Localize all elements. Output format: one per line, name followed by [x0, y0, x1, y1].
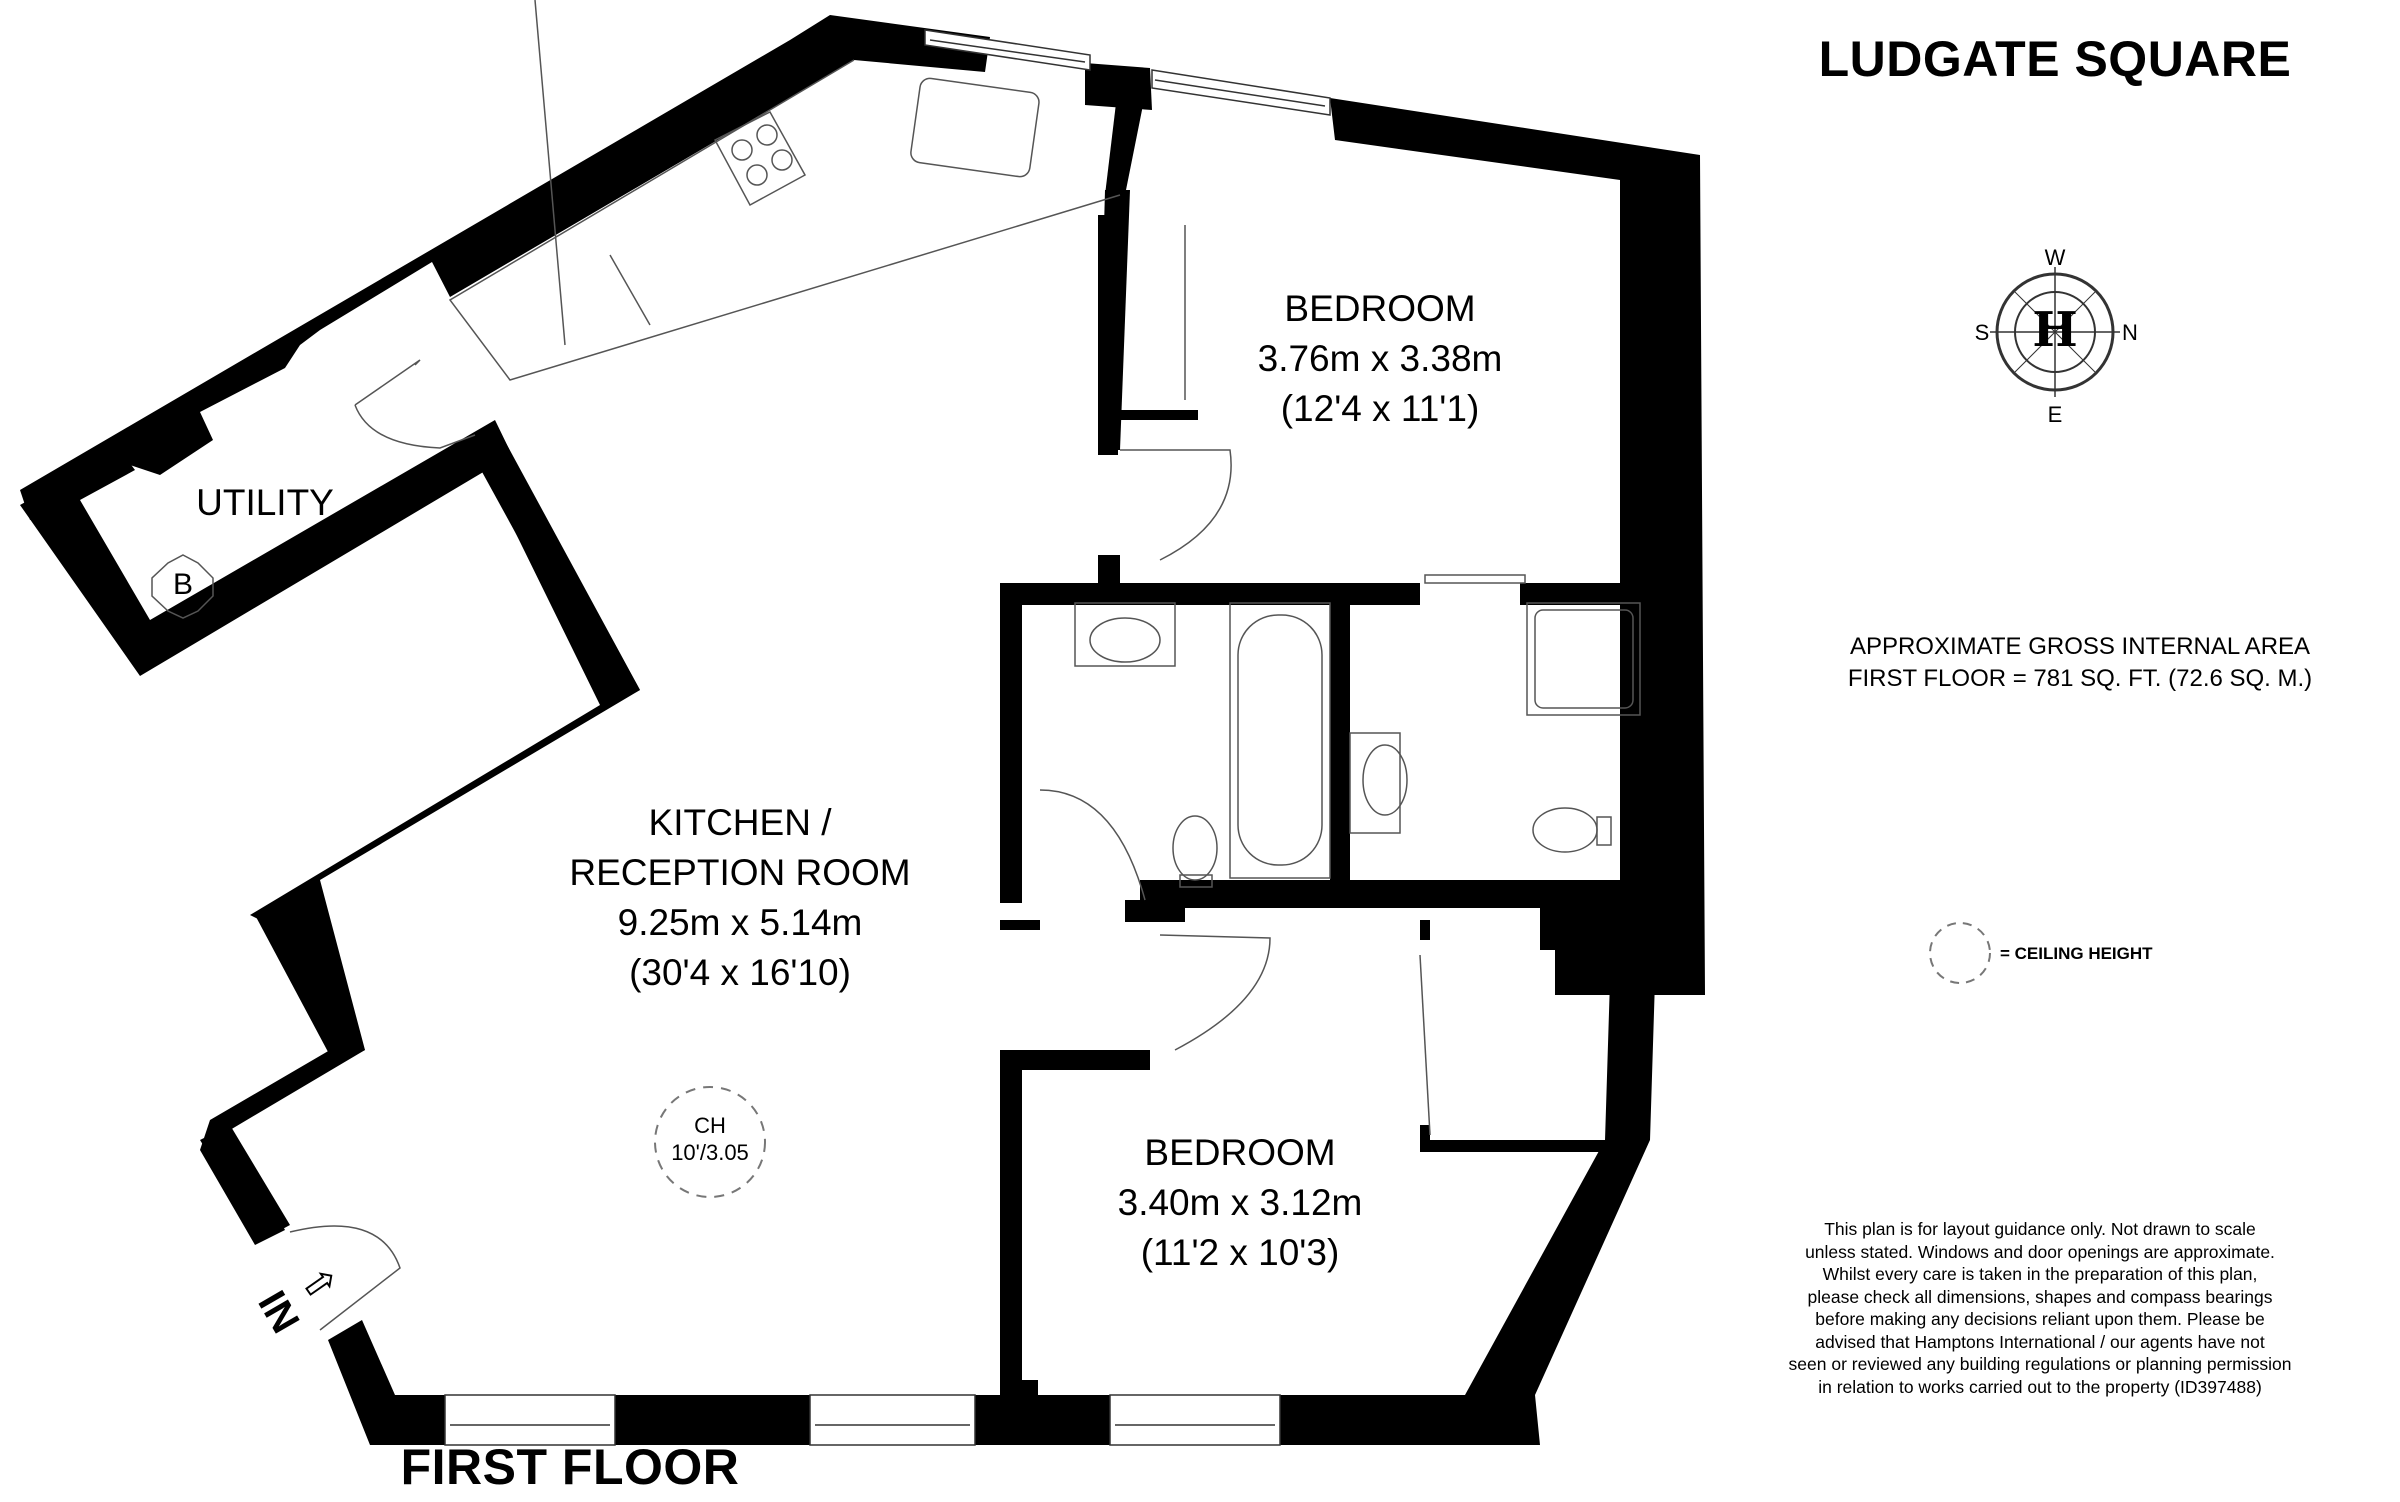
basin-icon [1362, 744, 1408, 816]
boiler-label: B [172, 568, 193, 601]
room-dimensions-metric: 9.25m x 5.14m [617, 902, 863, 943]
bathroom-fixtures [1074, 602, 1641, 888]
room-dimensions-metric: 3.40m x 3.12m [1117, 1182, 1363, 1223]
ceiling-height-tag: CH [694, 1113, 726, 1138]
sink-icon [910, 77, 1040, 178]
kitchen-units [448, 0, 1121, 381]
disclaimer-line: advised that Hamptons International / ou… [1815, 1331, 2265, 1352]
floor-label: FIRST FLOOR [400, 1439, 740, 1495]
basin-icon [1074, 602, 1176, 667]
windows [444, 29, 1331, 1446]
property-name: LUDGATE SQUARE [1818, 31, 2292, 87]
room-name: BEDROOM [1284, 288, 1476, 329]
compass-north-label: W [2044, 245, 2066, 270]
compass-rose [1990, 267, 2120, 397]
room-dimensions-imperial: (12'4 x 11'1) [1280, 388, 1480, 429]
disclaimer-line: in relation to works carried out to the … [1818, 1376, 2262, 1397]
walls [20, 15, 1705, 1445]
room-name: BEDROOM [1144, 1132, 1336, 1173]
ceiling-height-value: 10'/3.05 [671, 1140, 749, 1165]
compass-south-label: E [2047, 402, 2063, 427]
room-dimensions-imperial: (30'4 x 16'10) [629, 952, 851, 993]
room-name-line2: RECEPTION ROOM [569, 852, 911, 893]
ceiling-height-legend-icon [1929, 922, 1991, 984]
ceiling-height-marker [654, 1086, 766, 1198]
disclaimer: This plan is for layout guidance only. N… [1760, 1218, 2400, 1398]
disclaimer-line: This plan is for layout guidance only. N… [1824, 1219, 2256, 1239]
room-dimensions-imperial: (11'2 x 10'3) [1140, 1232, 1340, 1273]
hob-icon [713, 111, 807, 207]
disclaimer-line: Whilst every care is taken in the prepar… [1822, 1264, 2258, 1284]
area-value: FIRST FLOOR = 781 SQ. FT. (72.6 SQ. M.) [1847, 665, 2313, 692]
boiler-symbol [151, 554, 214, 619]
disclaimer-line: please check all dimensions, shapes and … [1807, 1286, 2273, 1307]
area-heading: APPROXIMATE GROSS INTERNAL AREA [1849, 633, 2311, 660]
compass-emblem: H [2032, 302, 2078, 358]
compass-west-label: S [1974, 320, 1990, 345]
room-dimensions-metric: 3.76m x 3.38m [1257, 338, 1503, 379]
room-name: KITCHEN / [648, 802, 832, 843]
toilet-icon [1172, 815, 1218, 881]
ceiling-height-legend-text: = CEILING HEIGHT [2000, 944, 2153, 963]
disclaimer-line: before making any decisions reliant upon… [1815, 1309, 2265, 1329]
compass-east-label: N [2122, 320, 2138, 345]
room-utility: UTILITY [196, 482, 334, 523]
disclaimer-line: unless stated. Windows and door openings… [1805, 1241, 2275, 1262]
doors [289, 225, 1526, 1331]
toilet-icon [1532, 807, 1598, 853]
shower-icon [1534, 609, 1634, 709]
bath-icon [1237, 614, 1323, 866]
disclaimer-line: seen or reviewed any building regulation… [1788, 1354, 2292, 1374]
